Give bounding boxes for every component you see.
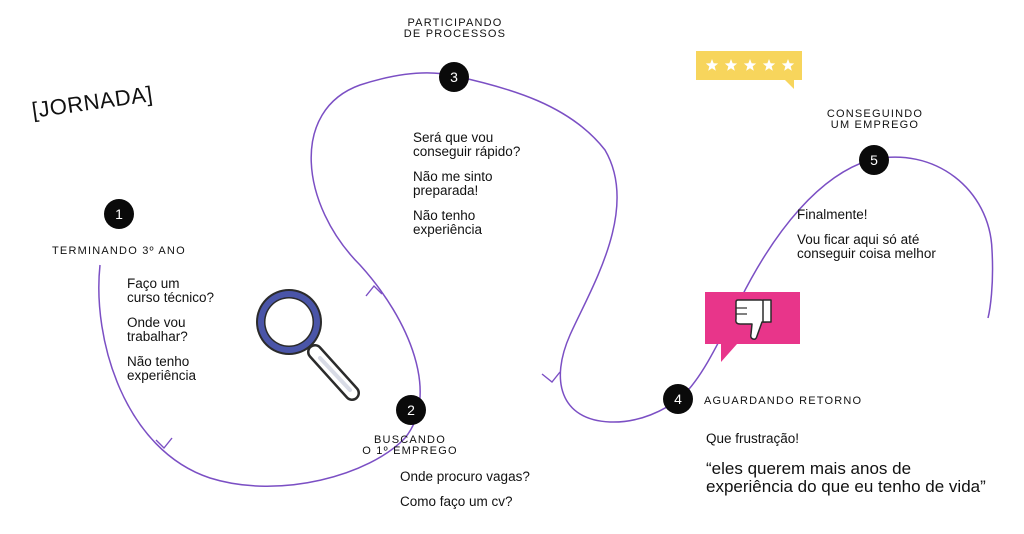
star-icon — [743, 59, 757, 71]
stage-4-quote: “eles querem mais anos de experiência do… — [706, 459, 986, 496]
stage-4-badge: 4 — [663, 384, 693, 414]
stage-3-thought: Será que vou conseguir rápido? — [413, 130, 521, 159]
stage-2-label-line: BUSCANDO — [374, 434, 446, 446]
thumbs-down-icon — [705, 292, 801, 369]
stage-3-thoughts: Será que vou conseguir rápido? Não me si… — [413, 131, 553, 248]
stage-5-thought: Vou ficar aqui só até conseguir coisa me… — [797, 232, 936, 261]
stage-3-label-line: PARTICIPANDO — [407, 17, 503, 29]
path-arrow-2 — [365, 284, 383, 297]
magnifier-icon — [252, 286, 367, 406]
star-icon — [762, 59, 776, 71]
stage-4-thoughts: Que frustração! — [706, 432, 906, 457]
stage-3-thought: Não me sinto preparada! — [413, 169, 493, 198]
stage-1-thoughts: Faço um curso técnico? Onde vou trabalha… — [127, 277, 247, 394]
stage-3-thought: Não tenho experiência — [413, 208, 483, 237]
star-icon — [705, 59, 719, 71]
stage-5-thought: Finalmente! — [797, 207, 868, 222]
stage-2-badge: 2 — [396, 395, 426, 425]
stage-4-label: AGUARDANDO RETORNO — [704, 395, 863, 407]
stage-4-thought: Que frustração! — [706, 431, 800, 446]
stage-3-label-line: DE PROCESSOS — [403, 28, 507, 40]
path-arrow-1 — [155, 437, 173, 450]
stage-5-label-line: UM EMPREGO — [830, 119, 920, 131]
star-icon — [724, 59, 738, 71]
stage-5-label-line: CONSEGUINDO — [826, 108, 924, 120]
path-arrow-3 — [541, 371, 561, 383]
stage-5-badge: 5 — [859, 145, 889, 175]
stage-1-thought: Faço um curso técnico? — [127, 276, 215, 305]
stage-1-label: TERMINANDO 3º ANO — [52, 245, 186, 257]
stage-1-thought: Não tenho experiência — [127, 354, 197, 383]
stage-2-thought: Onde procuro vagas? — [400, 469, 530, 484]
stage-3-label: PARTICIPANDO DE PROCESSOS — [385, 18, 525, 40]
stage-2-thoughts: Onde procuro vagas? Como faço um cv? — [400, 470, 560, 520]
stage-1-thought: Onde vou trabalhar? — [127, 315, 188, 344]
stage-3-badge: 3 — [439, 62, 469, 92]
journey-curve — [98, 72, 994, 487]
stage-1-badge: 1 — [104, 199, 134, 229]
stage-2-thought: Como faço um cv? — [400, 494, 513, 509]
stage-2-label-line: O 1º EMPREGO — [362, 445, 458, 457]
stage-5-thoughts: Finalmente! Vou ficar aqui só até conseg… — [797, 208, 987, 272]
star-icon — [781, 59, 795, 71]
stage-5-label: CONSEGUINDO UM EMPREGO — [810, 109, 940, 131]
stage-2-label: BUSCANDO O 1º EMPREGO — [355, 435, 465, 457]
five-stars-icon — [696, 51, 804, 96]
